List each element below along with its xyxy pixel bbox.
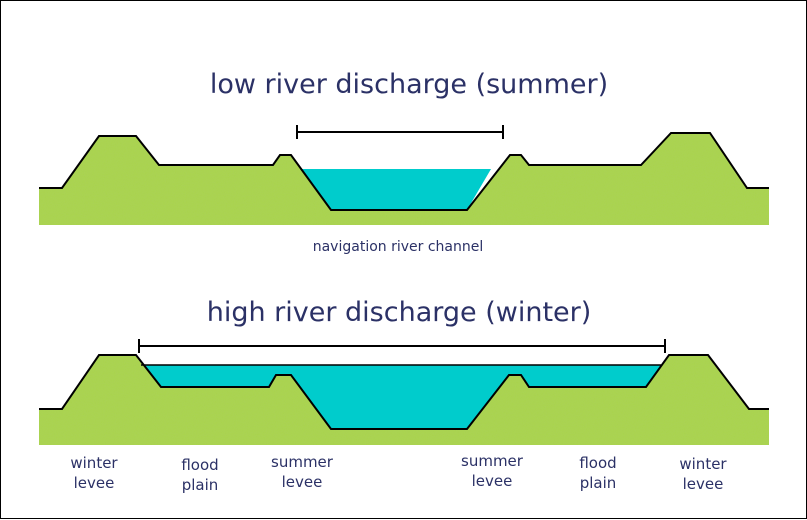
svg-text:levee: levee	[282, 473, 323, 491]
winter-water-main	[141, 365, 661, 429]
svg-text:winter: winter	[70, 454, 118, 472]
svg-text:levee: levee	[472, 472, 513, 490]
winter-terrain-outline	[39, 354, 769, 430]
summer-water	[301, 169, 491, 210]
label-flood-plain-right: flood plain	[579, 454, 616, 492]
svg-text:plain: plain	[182, 476, 219, 494]
summer-channel-caption: navigation river channel	[313, 239, 484, 255]
svg-text:summer: summer	[461, 452, 524, 470]
svg-text:plain: plain	[580, 474, 617, 492]
summer-title: low river discharge (summer)	[210, 69, 608, 100]
summer-terrain-outline	[39, 132, 769, 211]
svg-text:levee: levee	[74, 474, 115, 492]
svg-text:levee: levee	[683, 475, 724, 493]
svg-text:flood: flood	[181, 456, 218, 474]
winter-title: high river discharge (winter)	[207, 297, 592, 328]
winter-cross-section	[39, 339, 769, 445]
label-winter-levee-right: winter levee	[679, 455, 727, 493]
svg-text:flood: flood	[579, 454, 616, 472]
winter-channel-bracket	[138, 339, 666, 353]
summer-ground	[39, 133, 769, 225]
label-summer-levee-right: summer levee	[461, 452, 524, 490]
label-summer-levee-left: summer levee	[271, 453, 334, 491]
svg-text:winter: winter	[679, 455, 727, 473]
summer-channel-bracket	[296, 125, 504, 139]
winter-ground	[39, 355, 769, 445]
svg-text:summer: summer	[271, 453, 334, 471]
label-flood-plain-left: flood plain	[181, 456, 218, 494]
summer-cross-section	[39, 125, 769, 225]
label-winter-levee-left: winter levee	[70, 454, 118, 492]
